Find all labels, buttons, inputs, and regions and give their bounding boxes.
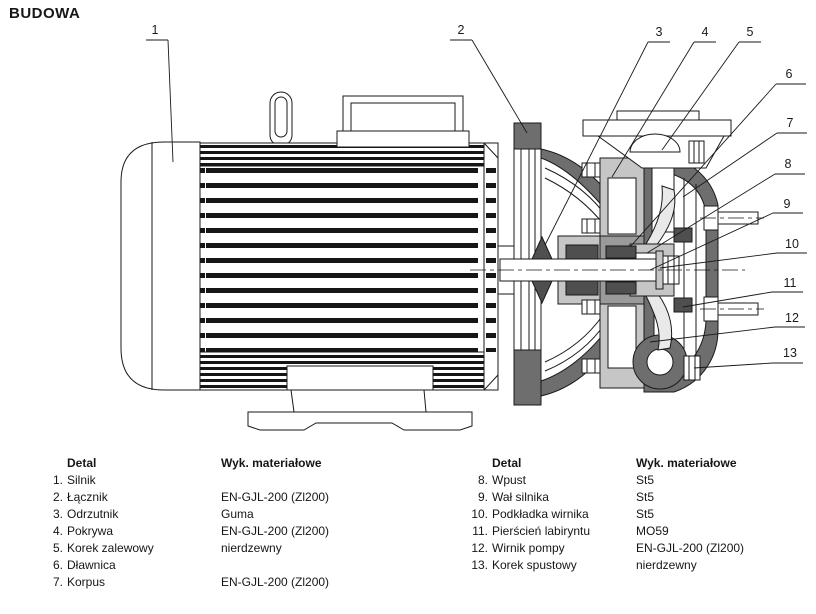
motor-group	[120, 91, 515, 431]
motor-body	[199, 142, 499, 391]
part-material: Guma	[221, 507, 254, 521]
callout-7: 7	[682, 116, 807, 198]
callout-label: 12	[785, 311, 799, 325]
volute-section	[632, 334, 688, 390]
callout-label: 5	[747, 25, 754, 39]
slinger-shape	[531, 235, 553, 305]
part-name: Wirnik pompy	[492, 541, 565, 555]
part-material: St5	[636, 490, 655, 504]
callout-label: 8	[785, 157, 792, 171]
seal-gland-shape	[565, 244, 637, 296]
column-header-detail: Detal	[67, 456, 97, 470]
part-material: EN-GJL-200 (Zl200)	[221, 575, 330, 589]
table-row: 6.Dławnica	[45, 557, 329, 574]
part-material: nierdzewny	[221, 541, 282, 555]
part-name: Korek zalewowy	[67, 541, 154, 555]
callout-3: 3	[544, 25, 670, 246]
column-header-detail: Detal	[492, 456, 522, 470]
part-material: EN-GJL-200 (Zl200)	[636, 541, 745, 555]
callout-label: 13	[783, 346, 797, 360]
part-material	[221, 557, 329, 574]
part-material: nierdzewny	[636, 558, 697, 572]
callout-4: 4	[611, 25, 716, 178]
part-name: Odrzutnik	[67, 507, 119, 521]
parts-table-left: Detal Wyk. materiałowe 1.Silnik 2.Łączni…	[45, 455, 329, 591]
part-material: St5	[636, 473, 655, 487]
callout-label: 4	[702, 25, 709, 39]
part-material	[221, 472, 329, 489]
part-name: Pokrywa	[67, 524, 114, 538]
callouts: 1 2 3 4 5 6 7 8 9 10 11 12 13	[146, 23, 807, 369]
callout-5: 5	[661, 25, 761, 151]
terminal-box	[336, 95, 470, 148]
part-name: Korpus	[67, 575, 106, 589]
callout-10: 10	[659, 237, 807, 269]
part-material: St5	[636, 507, 655, 521]
callout-12: 12	[649, 311, 805, 343]
callout-label: 10	[785, 237, 799, 251]
fan-cover	[120, 141, 201, 391]
stud-bolt	[700, 205, 764, 231]
lifting-eye-icon	[269, 91, 293, 147]
vent-plug-shape	[688, 140, 705, 164]
callout-label: 7	[787, 116, 794, 130]
callout-label: 3	[656, 25, 663, 39]
part-name: Dławnica	[67, 558, 116, 572]
discharge-flange	[582, 110, 732, 169]
callout-label: 1	[152, 23, 159, 37]
labyrinth-ring-shape	[673, 227, 693, 243]
table-header-row: Detal Wyk. materiałowe	[45, 455, 329, 472]
callout-8: 8	[646, 157, 805, 254]
callout-label: 9	[784, 197, 791, 211]
part-name: Pierścień labiryntu	[492, 524, 591, 538]
labyrinth-ring-shape	[673, 297, 693, 313]
fill-plug-shape	[629, 133, 681, 153]
callout-label: 11	[784, 276, 797, 290]
part-name: Korek spustowy	[492, 558, 577, 572]
part-material: EN-GJL-200 (Zl200)	[221, 490, 330, 504]
part-name: Wpust	[492, 473, 527, 487]
table-row: 1.Silnik	[45, 472, 329, 489]
part-name: Wał silnika	[492, 490, 549, 504]
callout-label: 6	[786, 67, 793, 81]
callout-2: 2	[450, 23, 528, 134]
callout-13: 13	[693, 346, 803, 369]
callout-9: 9	[649, 197, 803, 271]
page-title: BUDOWA	[9, 5, 81, 22]
callout-1: 1	[146, 23, 174, 163]
column-header-material: Wyk. materiałowe	[636, 456, 737, 470]
part-material: MO59	[636, 524, 669, 538]
column-header-material: Wyk. materiałowe	[221, 456, 322, 470]
part-name: Silnik	[67, 473, 96, 487]
table-header-row: Detal Wyk. materiałowe	[462, 455, 744, 472]
stud-bolt	[700, 296, 764, 322]
part-name: Łącznik	[67, 490, 108, 504]
cover-bolts	[581, 162, 601, 374]
part-material: EN-GJL-200 (Zl200)	[221, 524, 330, 538]
part-name: Podkładka wirnika	[492, 507, 589, 521]
callout-6: 6	[629, 67, 806, 248]
motor-fins	[206, 168, 478, 352]
callout-label: 2	[458, 23, 465, 37]
motor-foot	[247, 389, 473, 431]
callout-11: 11	[682, 276, 803, 308]
